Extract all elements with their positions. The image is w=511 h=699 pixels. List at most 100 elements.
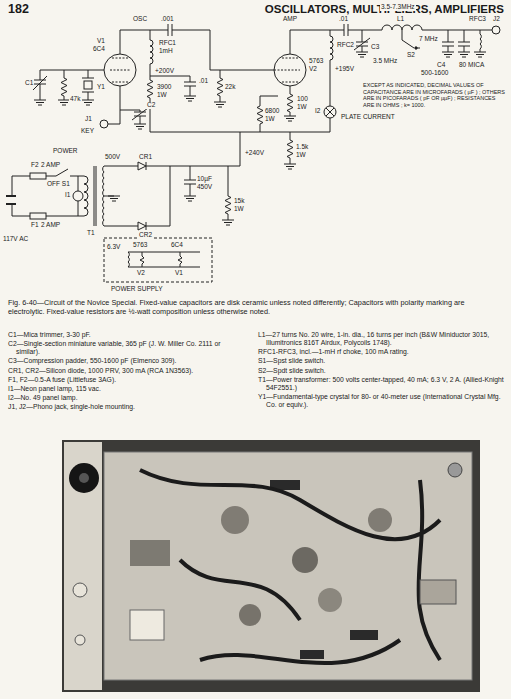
component-label: 1mH [158, 48, 174, 55]
component-label: 450V [196, 184, 213, 191]
component-label: PLATE CURRENT [340, 114, 396, 121]
component-label: 1W [264, 116, 276, 123]
component-label: F1 [30, 222, 40, 229]
component-label: V1 [174, 270, 184, 277]
component-label: AMP [282, 16, 298, 23]
parts-list-right: L1—27 turns No. 20 wire, 1-in. dia., 16 … [258, 331, 504, 410]
component-label: 1W [156, 92, 168, 99]
component-label: C3 [370, 44, 380, 51]
parts-list-entry: RFC1-RFC3, incl.—1-mH rf choke, 100 mA r… [258, 348, 504, 356]
component-label: I2 [314, 108, 321, 115]
component-label: 3.5 MHz [372, 58, 398, 65]
component-label: 10µF [196, 176, 213, 183]
component-label: 1W [295, 152, 307, 159]
transformer-t1 [84, 176, 88, 216]
component-label: 500-1600 [420, 70, 449, 77]
rfc2 [150, 30, 333, 132]
component-label: OFF S1 [46, 181, 71, 188]
component-label: 5763 [132, 242, 148, 249]
plug [6, 196, 16, 204]
parts-list-entry: T1—Power transformer: 500 volts center-t… [258, 376, 504, 392]
component-label: C4 [436, 62, 446, 69]
component-label: I1 [64, 192, 71, 199]
capacitor-c1 [33, 70, 47, 100]
component-label: RFC2 [336, 42, 355, 49]
component-label: 2 AMP [40, 162, 61, 169]
component-label: +200V [154, 68, 175, 75]
component-label: V1 [96, 38, 106, 45]
resistor-22k [217, 70, 223, 102]
component-label: OSC [132, 16, 148, 23]
rfc1-and-3900 [147, 30, 153, 132]
parts-list-entry: CR1, CR2—Silicon diode, 1000 PRV, 300 mA… [8, 367, 246, 375]
parts-list-entry: F1, F2—0.5-A fuse (Littlefuse 3AG). [8, 376, 246, 384]
running-title: OSCILLATORS, MULTIPLIERS, AMPLIFIERS [220, 3, 504, 15]
component-label: 117V AC [2, 236, 29, 243]
parts-list-entry: S1—Spst slide switch. [258, 357, 504, 365]
component-label: RFC1 [158, 40, 177, 47]
neon-lamp-i1 [73, 191, 83, 201]
parts-list-entry: C2—Single-section miniature variable, 36… [8, 340, 246, 356]
jack-j1 [100, 120, 108, 128]
component-label: C1 [24, 80, 34, 87]
component-label: S2 [406, 52, 416, 59]
figure-caption: Fig. 6-40—Circuit of the Novice Special.… [8, 298, 502, 316]
component-label: 1W [296, 104, 308, 111]
component-label: CR1 [138, 154, 153, 161]
component-label: J2 [492, 16, 501, 23]
jack-j2 [492, 26, 500, 34]
component-label: C2 [146, 102, 156, 109]
component-label: .001 [160, 16, 175, 23]
component-label: 100 [296, 96, 309, 103]
component-label: 5763 [308, 58, 324, 65]
capacitor-c4 [442, 30, 454, 52]
component-label: KEY [80, 128, 95, 135]
heater-box [104, 238, 212, 282]
diodes [138, 162, 146, 230]
component-label: T1 [86, 230, 96, 237]
resistor-100 [287, 86, 293, 116]
schematic-note: EXCEPT AS INDICATED, DECIMAL VALUES OF C… [362, 82, 507, 108]
fuse-f2 [30, 173, 46, 179]
component-label: .01 [338, 16, 349, 23]
lamp-i2 [324, 106, 336, 118]
component-label: 47k [69, 96, 81, 103]
component-label: 1.5k [295, 144, 309, 151]
component-label: 3.5-7.3MHz [380, 4, 416, 11]
page-number: 182 [8, 2, 29, 16]
coil-l1 [382, 25, 492, 30]
component-label: V2 [136, 270, 146, 277]
component-label: Y1 [96, 84, 106, 91]
component-label: 6C4 [92, 46, 106, 53]
component-label: RFC3 [468, 16, 487, 23]
component-label: POWER [52, 148, 79, 155]
parts-list-entry: I1—Neon panel lamp, 115 vac. [8, 385, 246, 393]
component-label: 6800 [264, 108, 280, 115]
component-label: CR2 [138, 232, 153, 239]
parts-list-entry: S2—Spdt slide switch. [258, 367, 504, 375]
component-label: 22k [224, 84, 236, 91]
crystal-y1 [82, 70, 94, 100]
rfc3 [480, 30, 481, 52]
parts-list-entry: L1—27 turns No. 20 wire, 1-in. dia., 16 … [258, 331, 504, 347]
component-label: POWER SUPPLY [110, 286, 164, 293]
component-label: L1 [396, 16, 405, 23]
component-label: 6.3V [106, 244, 121, 251]
component-label: 2 AMP [40, 222, 61, 229]
component-label: 500V [104, 154, 121, 161]
parts-list-entry: J1, J2—Phono jack, single-hole mounting. [8, 403, 246, 411]
capacitor-c2 [120, 108, 148, 124]
filter [170, 132, 240, 196]
capacitor-c3 [354, 30, 370, 52]
component-label: V2 [308, 66, 318, 73]
component-label: 1W [233, 206, 245, 213]
parts-list-entry: I2—No. 49 panel lamp. [8, 394, 246, 402]
fuse-f1 [30, 213, 46, 219]
parts-list-left: C1—Mica trimmer, 3-30 pF.C2—Single-secti… [8, 331, 246, 412]
component-label: 7 MHz [418, 36, 439, 43]
resistor-47k [61, 70, 67, 100]
resistor-15k [225, 166, 231, 220]
component-label: +195V [334, 66, 355, 73]
resistor-1-5k [287, 132, 293, 164]
